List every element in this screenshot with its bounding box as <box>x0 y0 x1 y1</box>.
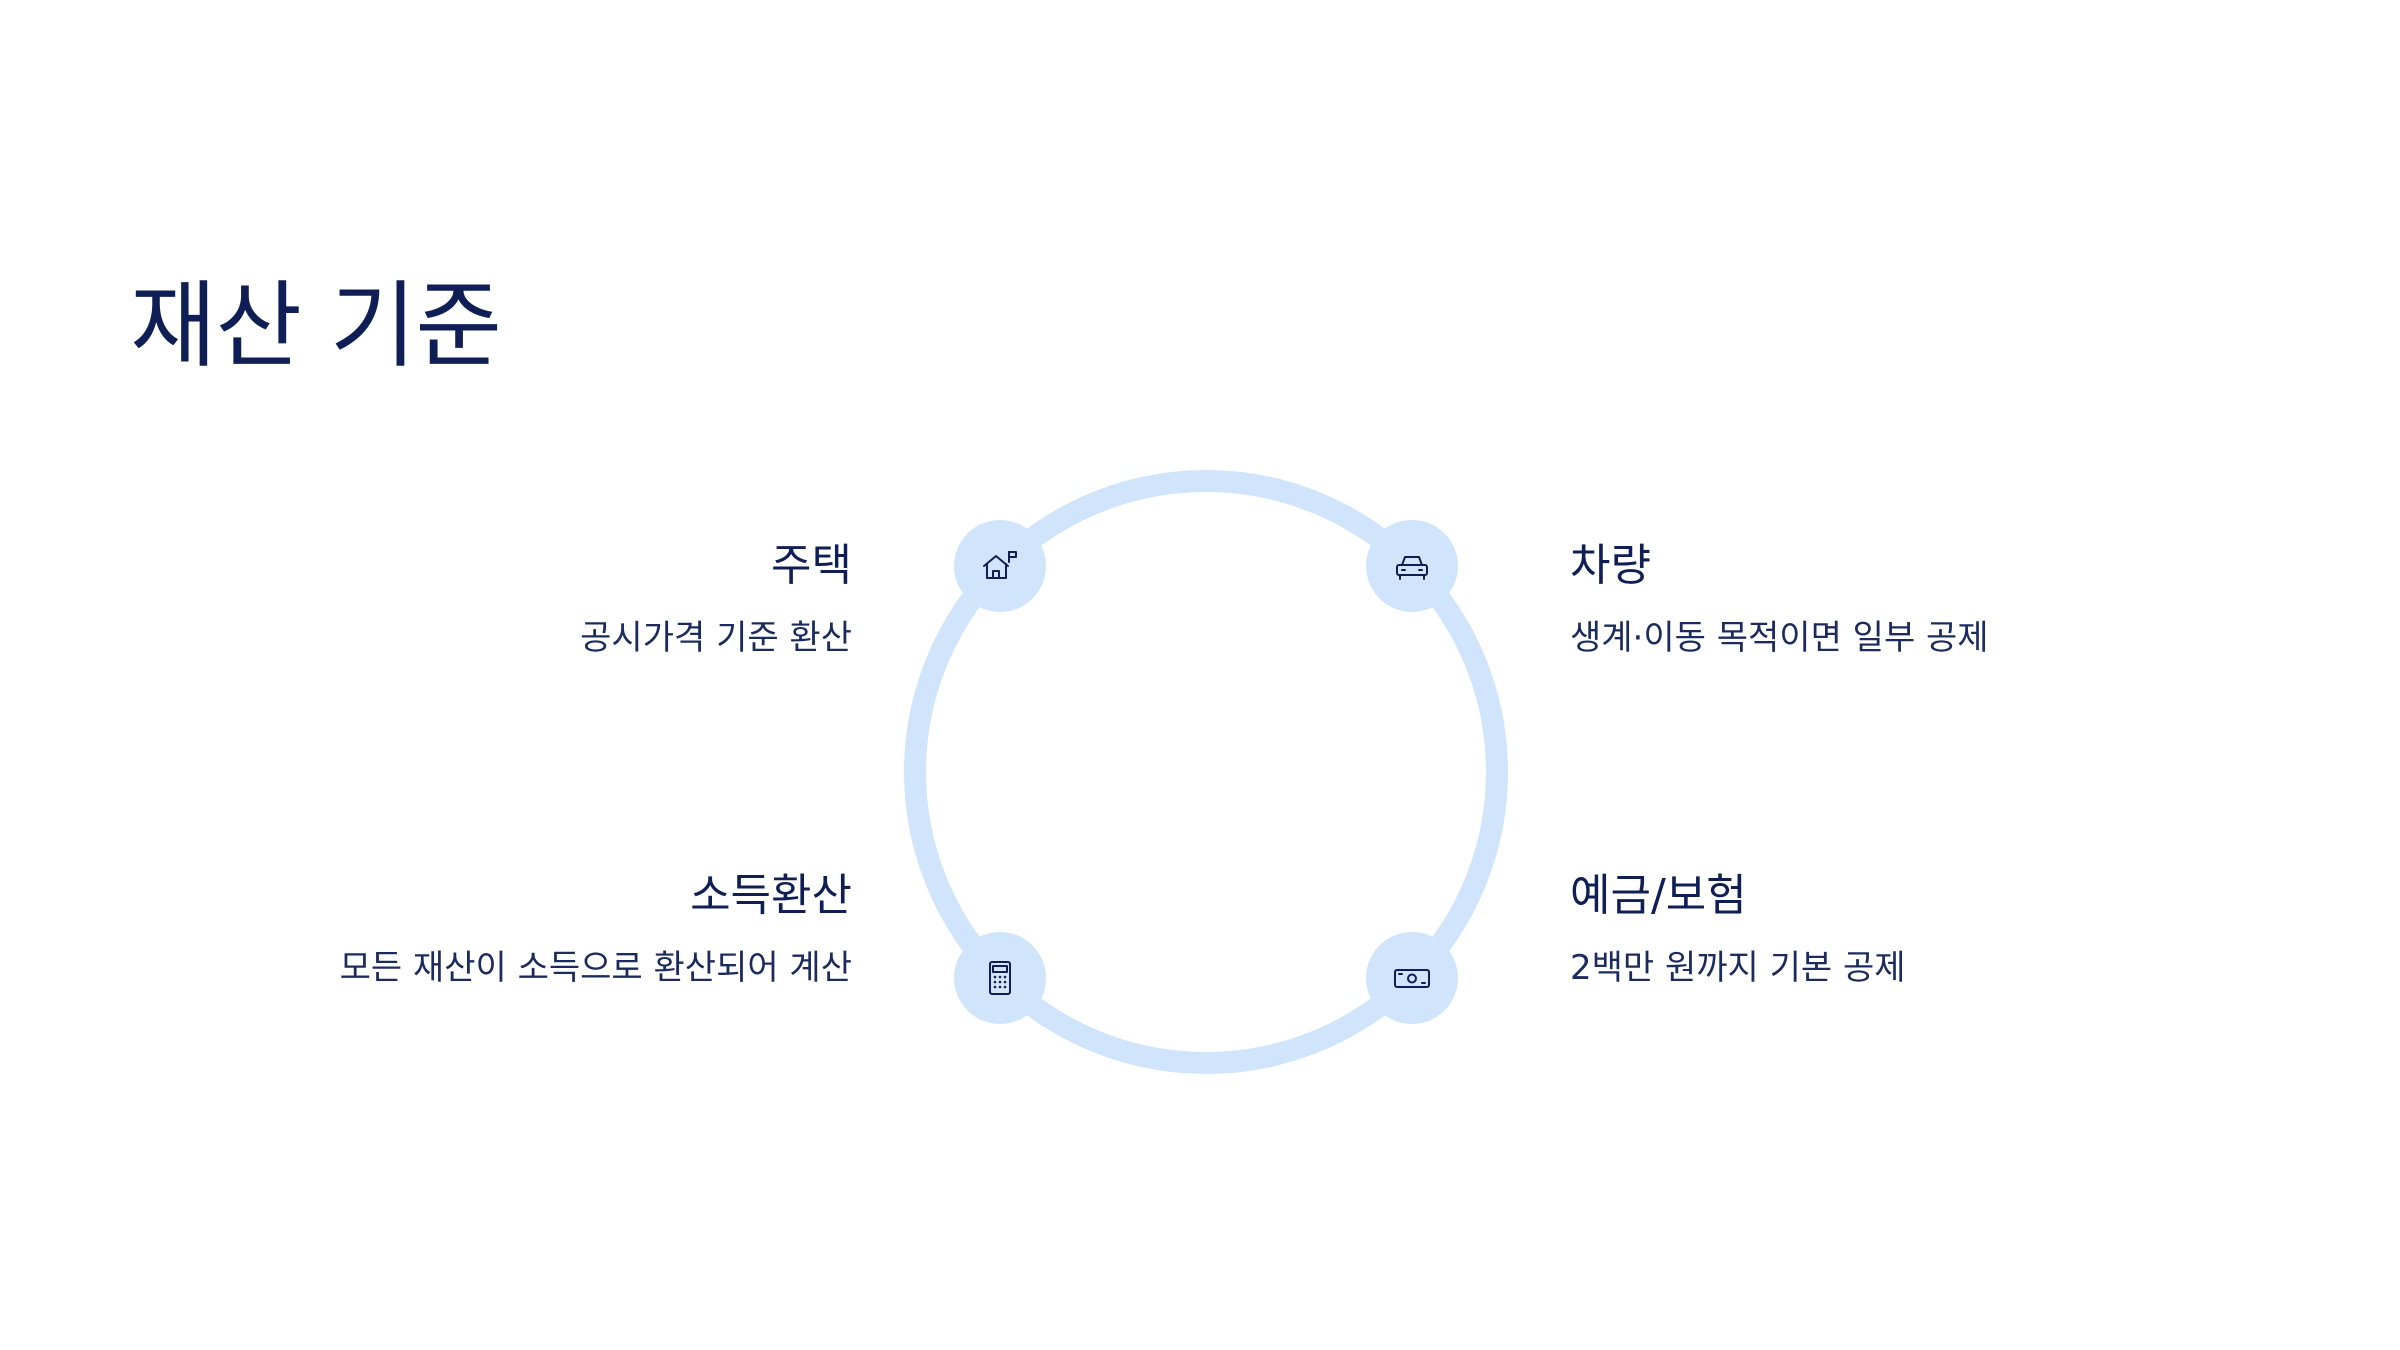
house-flag-icon <box>983 551 1017 579</box>
calculator-icon <box>989 961 1011 995</box>
income-conversion-description: 모든 재산이 소득으로 환산되어 계산 <box>339 948 852 988</box>
node-vehicle <box>1366 520 1458 612</box>
vehicle-title: 차량 <box>1570 540 1651 591</box>
housing-title: 주택 <box>771 540 852 591</box>
vehicle-description: 생계·이동 목적이면 일부 공제 <box>1570 618 1989 658</box>
ring-circle <box>904 470 1508 1074</box>
node-deposit-insurance <box>1366 932 1458 1024</box>
deposit-insurance-title: 예금/보험 <box>1570 870 1747 921</box>
income-conversion-title: 소득환산 <box>690 870 852 921</box>
car-icon <box>1396 556 1428 580</box>
node-housing <box>954 520 1046 612</box>
label-income-conversion: 소득환산 모든 재산이 소득으로 환산되어 계산 <box>132 866 852 992</box>
label-deposit-insurance: 예금/보험 2백만 원까지 기본 공제 <box>1570 866 2290 992</box>
label-vehicle: 차량 생계·이동 목적이면 일부 공제 <box>1570 536 2290 662</box>
banknote-icon <box>1394 969 1430 988</box>
page-title: 재산 기준 <box>130 272 502 381</box>
label-housing: 주택 공시가격 기준 환산 <box>132 536 852 662</box>
deposit-insurance-description: 2백만 원까지 기본 공제 <box>1570 948 1906 988</box>
node-income-conversion <box>954 932 1046 1024</box>
housing-description: 공시가격 기준 환산 <box>580 618 852 658</box>
